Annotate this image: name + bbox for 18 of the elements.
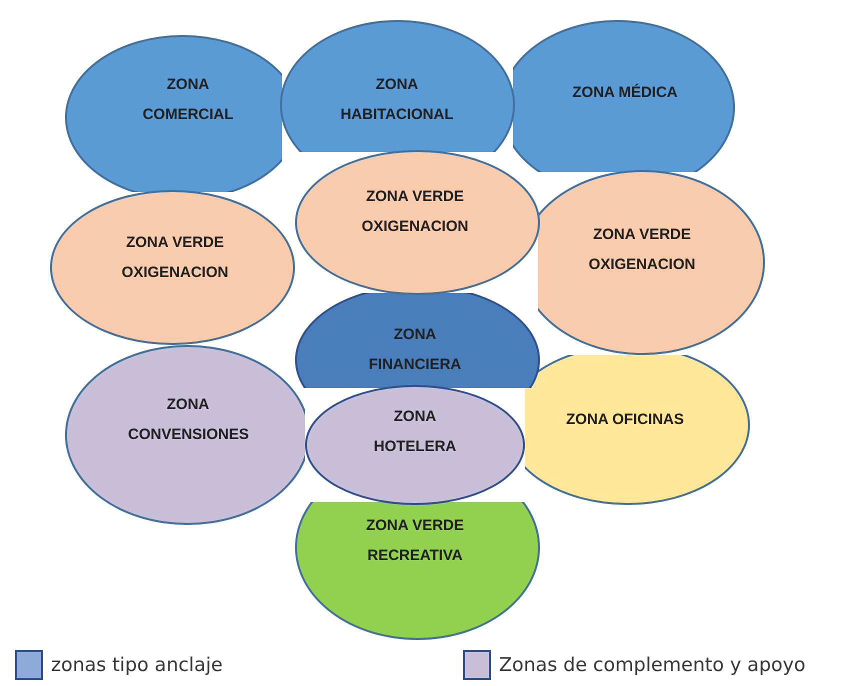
zone-label: ZONA MÉDICA [572,82,678,103]
zone-ellipse [295,293,540,388]
zone-label: ZONA VERDE OXIGENACION [120,233,230,283]
zone-label: ZONA HOTELERA [372,407,458,457]
zone-label: ZONA FINANCIERA [368,325,462,375]
zone-label: ZONA HABITACIONAL [339,75,455,125]
zone-ellipse [280,20,515,152]
zone-label: ZONA VERDE RECREATIVA [365,516,465,566]
zone-label: ZONA CONVENSIONES [128,395,248,445]
zone-ellipse [538,170,765,355]
legend-label: zonas tipo anclaje [51,654,223,676]
zone-label: ZONA VERDE OXIGENACION [588,225,696,275]
zone-ellipse [295,150,540,295]
zone-label: ZONA OFICINAS [566,410,684,430]
zone-ellipse [305,385,525,505]
legend-label: Zonas de complemento y apoyo [499,654,806,676]
zone-label: ZONA COMERCIAL [142,75,234,125]
zone-label: ZONA VERDE OXIGENACION [360,187,470,237]
